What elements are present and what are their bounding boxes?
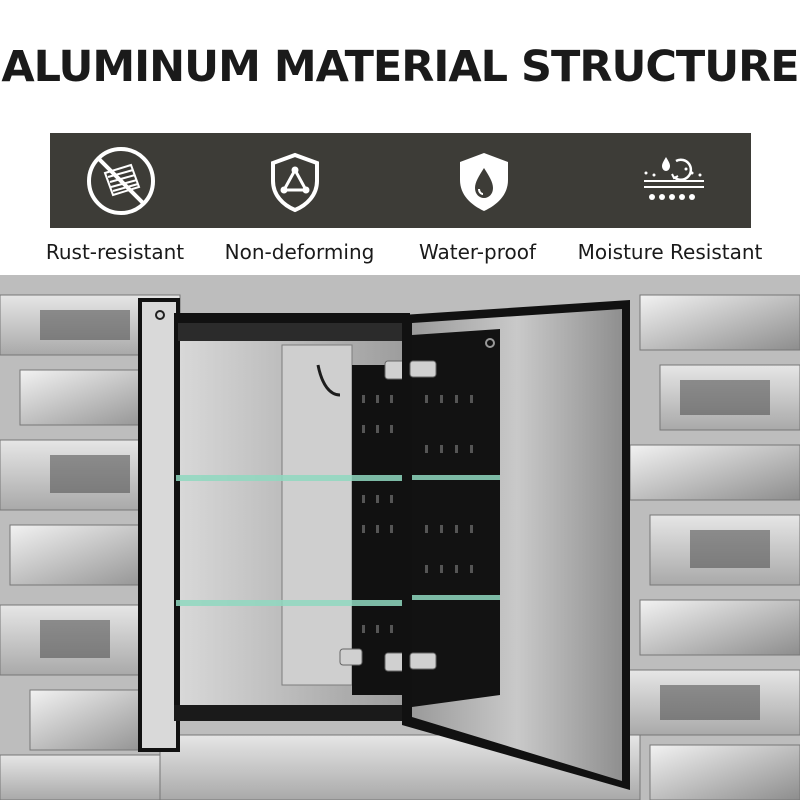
feature-label-non-deforming: Non-deforming (224, 240, 375, 264)
no-rust-icon (87, 147, 155, 215)
feature-label-water-proof: Water-proof (418, 240, 537, 264)
feature-label-moisture-resistant: Moisture Resistant (577, 240, 763, 264)
shield-triangle-icon (271, 152, 319, 213)
product-photo (0, 275, 800, 800)
feature-icon-bar (50, 133, 751, 228)
moisture-resistant-icon (644, 157, 704, 200)
feature-label-rust-resistant: Rust-resistant (45, 240, 185, 264)
page-title: ALUMINUM MATERIAL STRUCTURE (1, 42, 799, 92)
water-drop-shield-icon (460, 153, 508, 211)
